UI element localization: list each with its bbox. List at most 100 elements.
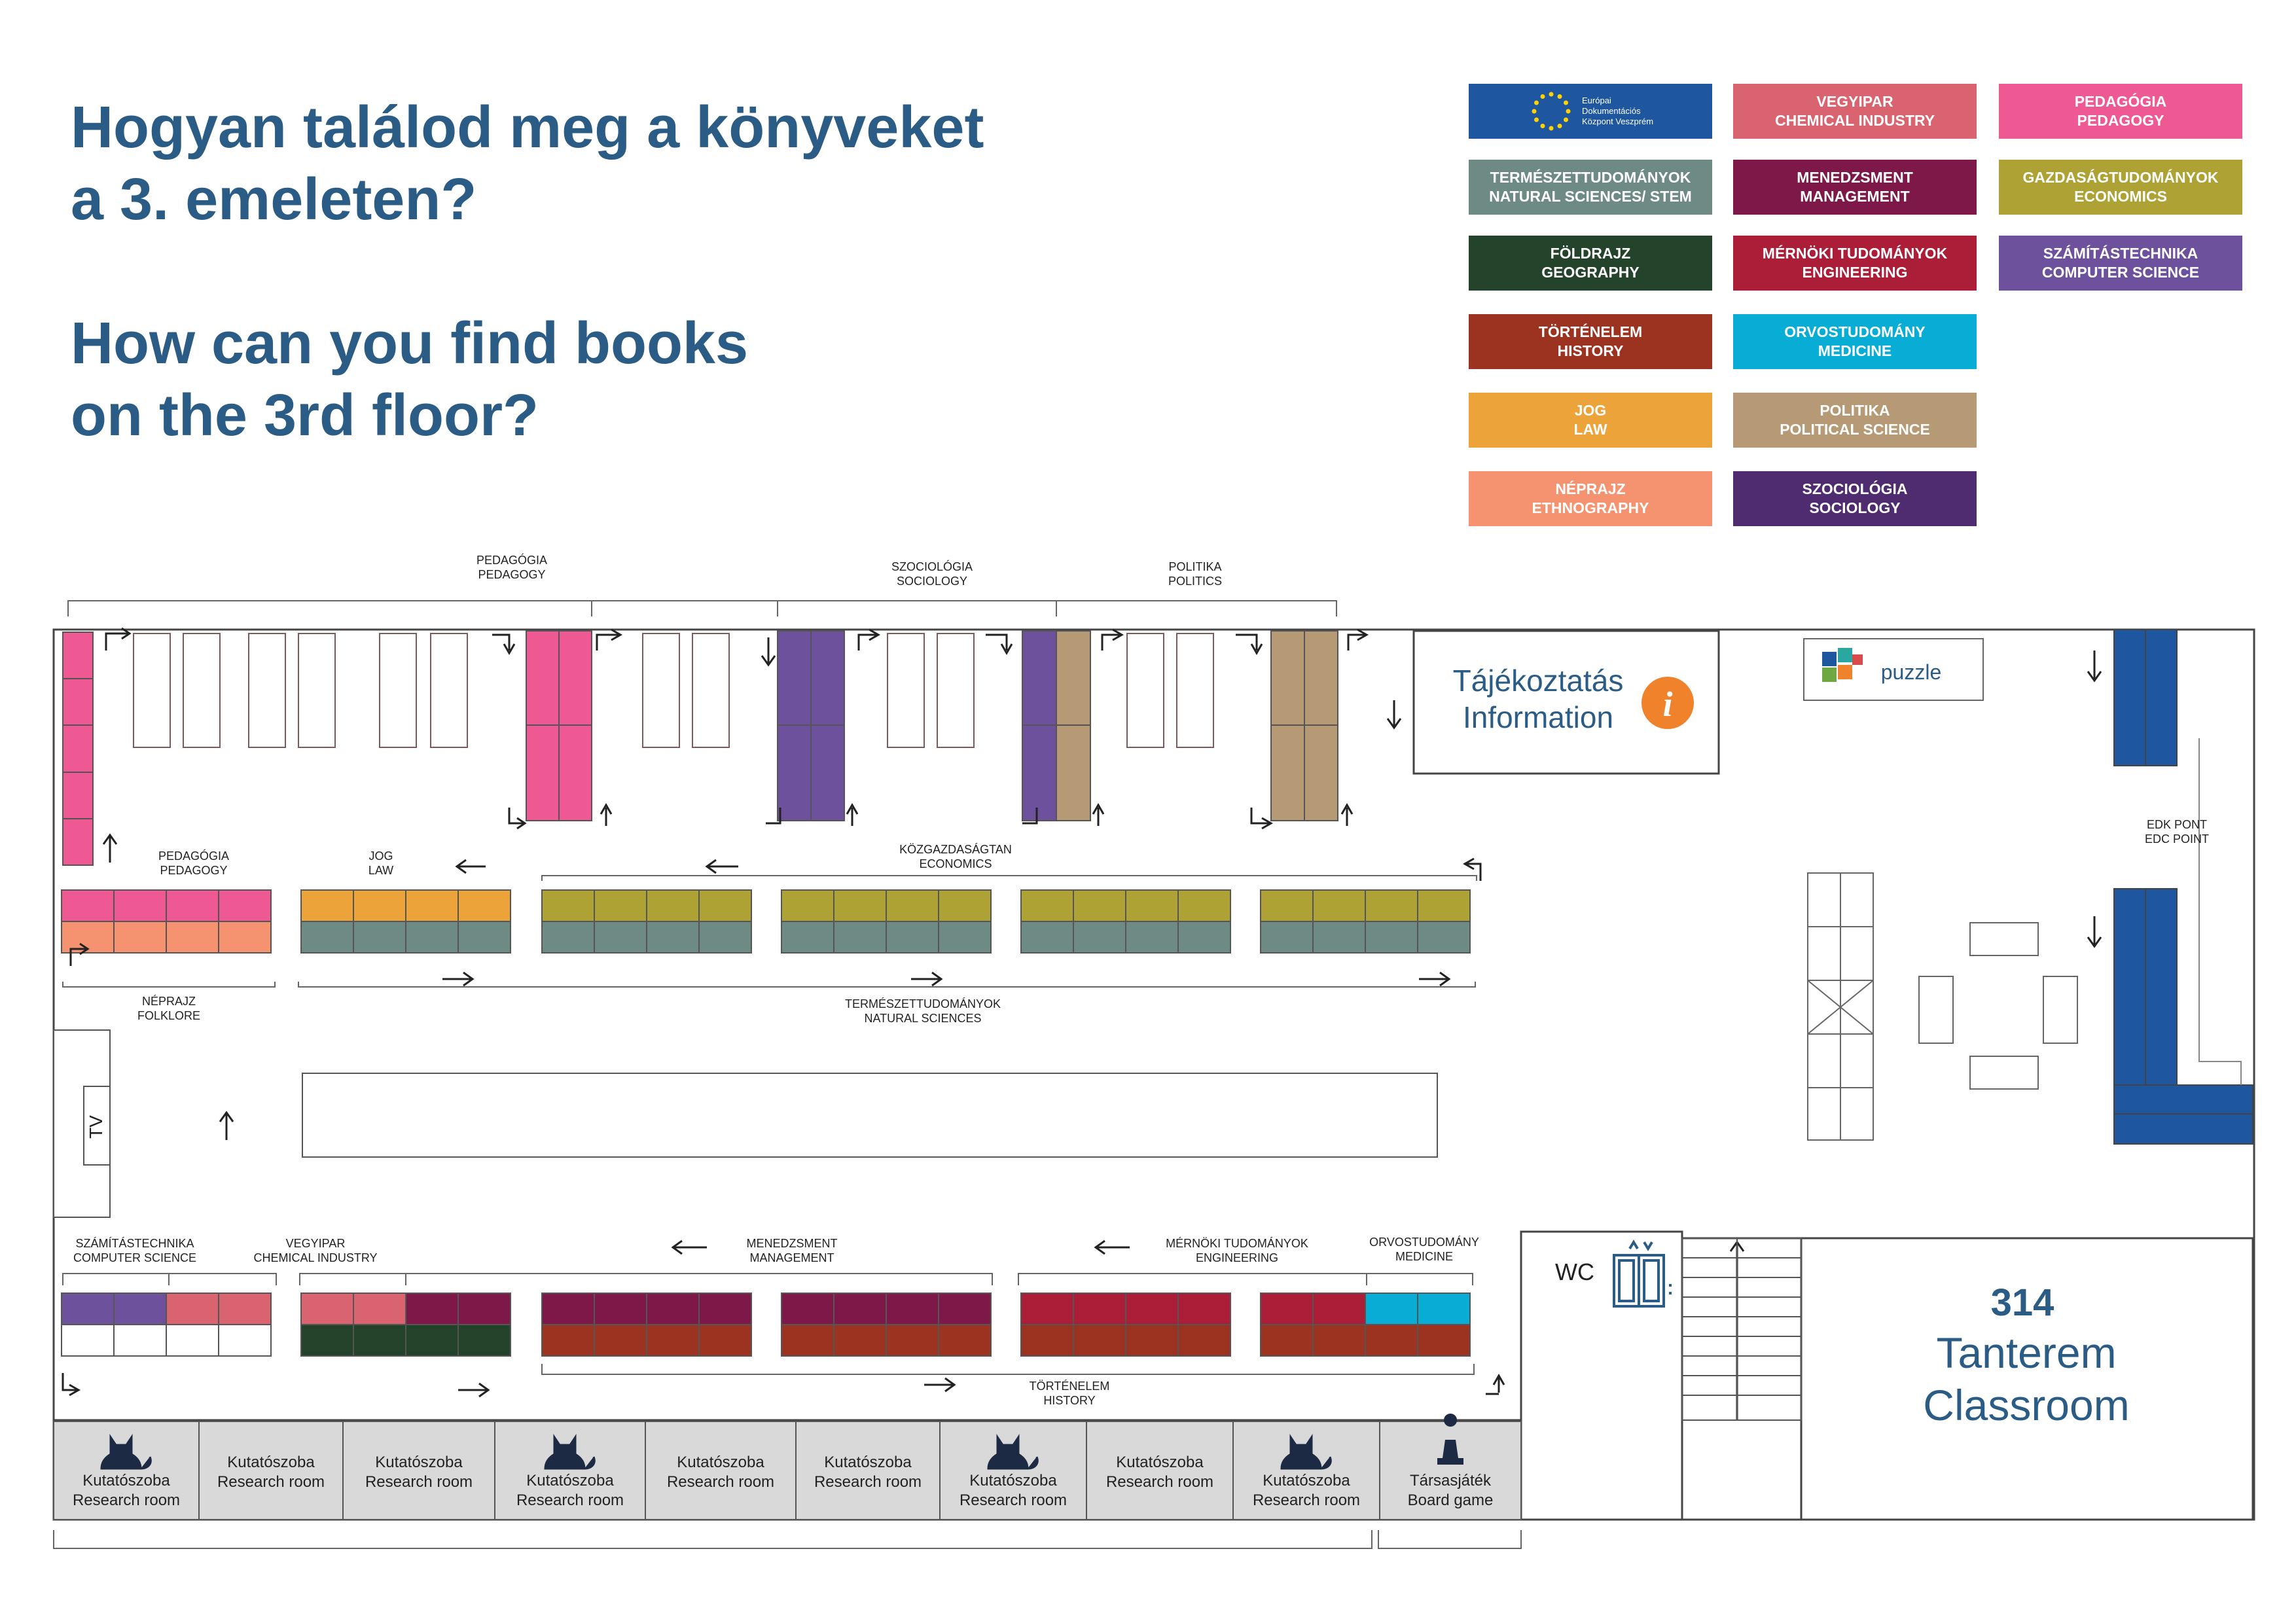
row1-label-pedagogy-en: PEDAGOGY <box>160 864 227 877</box>
top-brackets <box>67 600 1337 616</box>
legend-nat-hu: TERMÉSZETTUDOMÁNYOK <box>1490 169 1691 186</box>
edk-label-hu: EDK PONT <box>2147 818 2207 831</box>
legend-med-en: MEDICINE <box>1818 342 1892 359</box>
shelf-economics-natural-3 <box>1020 889 1231 954</box>
top-label-sociology-hu: SZOCIOLÓGIA <box>891 560 973 573</box>
room-label-hu: Kutatószoba <box>1116 1454 1204 1471</box>
wc-label: WC <box>1555 1258 1594 1285</box>
row1-brackets <box>62 875 1477 988</box>
shelf-pedagogy-left <box>62 632 94 866</box>
title-hu-line1: Hogyan találod meg a könyveket <box>71 95 984 160</box>
room-label-en: Research room <box>1253 1491 1360 1509</box>
info-label-hu: Tájékoztatás <box>1453 664 1624 698</box>
legend-edk: Európai Dokumentációs Központ Veszprém <box>1469 84 1712 139</box>
top-label-pedagogy-en: PEDAGOGY <box>478 568 545 581</box>
title-hu: Hogyan találod meg a könyveket a 3. emel… <box>71 92 984 236</box>
room-label-en: Research room <box>217 1473 325 1491</box>
row1-labels: PEDAGÓGIA PEDAGOGY JOG LAW KÖZGAZDASÁGTA… <box>137 843 1012 1025</box>
legend-law-hu: JOG <box>1574 402 1607 419</box>
row2-label-eng-hu: MÉRNÖKI TUDOMÁNYOK <box>1166 1237 1308 1250</box>
legend-ped-hu: PEDAGÓGIA <box>2074 93 2167 110</box>
legend-pol-hu: POLITIKA <box>1820 402 1890 419</box>
row2-label-chem-en: CHEMICAL INDUSTRY <box>253 1251 377 1264</box>
legend-med: ORVOSTUDOMÁNY MEDICINE <box>1733 314 1977 369</box>
legend-geo-en: GEOGRAPHY <box>1541 264 1640 281</box>
eu-stars-icon <box>1532 92 1571 131</box>
legend-geo-hu: FÖLDRAJZ <box>1550 245 1631 262</box>
shelf-economics-natural-1 <box>541 889 752 954</box>
room-label-hu: Kutatószoba <box>82 1472 170 1489</box>
row2-label-cs-en: COMPUTER SCIENCE <box>73 1251 196 1264</box>
row1-label-law-en: LAW <box>368 864 393 877</box>
classroom-314: 314 Tanterem Classroom <box>1923 1281 2129 1429</box>
row2-label-cs-hu: SZÁMÍTÁSTECHNIKA <box>75 1237 194 1250</box>
legend-edk-label: Európai Dokumentációs Központ Veszprém <box>1582 96 1654 126</box>
legend-his-hu: TÖRTÉNELEM <box>1538 323 1643 340</box>
row1-label-economics-hu: KÖZGAZDASÁGTAN <box>899 843 1012 856</box>
row1-label-folklore-en: FOLKLORE <box>137 1009 200 1022</box>
legend-cs-hu: SZÁMÍTÁSTECHNIKA <box>2043 245 2198 262</box>
row2-label-man-hu: MENEDZSMENT <box>747 1237 838 1250</box>
edk-label-en: EDC POINT <box>2145 832 2209 846</box>
title-hu-line2: a 3. emeleten? <box>71 167 477 232</box>
legend-eco-en: ECONOMICS <box>2074 188 2167 205</box>
row2-label-history-en: HISTORY <box>1043 1394 1095 1407</box>
legend-chem-hu: VEGYIPAR <box>1816 93 1893 110</box>
legend-law-en: LAW <box>1573 421 1607 438</box>
legend-man-hu: MENEDZSMENT <box>1797 169 1913 186</box>
legend-eth-en: ETHNOGRAPHY <box>1532 499 1649 516</box>
room-label-en: Research room <box>960 1491 1067 1509</box>
information-desk: Tájékoztatás Information i <box>1412 630 1720 775</box>
tv-area: TV <box>53 1029 111 1218</box>
row2-label-history-hu: TÖRTÉNELEM <box>1030 1380 1110 1393</box>
bottom-brackets <box>53 1530 1522 1549</box>
long-table <box>302 1073 1438 1158</box>
room-label-hu: Kutatószoba <box>824 1454 912 1471</box>
shelf-economics-natural-2 <box>781 889 992 954</box>
title-en-line2: on the 3rd floor? <box>71 383 539 448</box>
shelf-management-history-1 <box>541 1293 752 1357</box>
shelf-economics-natural-4 <box>1260 889 1471 954</box>
classroom-label-hu: Tanterem <box>1936 1329 2116 1377</box>
legend-eng-en: ENGINEERING <box>1802 264 1908 281</box>
tv-label: TV <box>86 1115 106 1139</box>
legend-his-en: HISTORY <box>1557 342 1624 359</box>
room-label-hu: Kutatószoba <box>1263 1472 1350 1489</box>
legend-law: JOG LAW <box>1469 393 1712 448</box>
cat-icon <box>544 1434 596 1470</box>
room-label-hu: Kutatószoba <box>375 1454 463 1471</box>
top-label-politics-en: POLITICS <box>1168 575 1222 588</box>
legend-eng-hu: MÉRNÖKI TUDOMÁNYOK <box>1762 245 1948 262</box>
shelf-management-history-2 <box>781 1293 992 1357</box>
cat-icon <box>987 1434 1039 1470</box>
legend-soc-en: SOCIOLOGY <box>1809 499 1901 516</box>
room-label-hu: Társasjáték <box>1410 1472 1492 1489</box>
row2-labels: SZÁMÍTÁSTECHNIKA COMPUTER SCIENCE VEGYIP… <box>73 1236 1479 1407</box>
shelf-row-1 <box>61 889 1471 954</box>
row2-label-med-en: MEDICINE <box>1395 1250 1453 1263</box>
room-label-en: Research room <box>516 1491 624 1509</box>
shelf-engineering-history <box>1020 1293 1231 1357</box>
puzzle-area: puzzle <box>1803 638 1984 701</box>
legend-geo: FÖLDRAJZ GEOGRAPHY <box>1469 236 1712 291</box>
shelf-law-natural <box>300 889 511 954</box>
row2-label-eng-en: ENGINEERING <box>1196 1251 1278 1264</box>
classroom-number: 314 <box>1991 1281 2054 1324</box>
puzzle-label: puzzle <box>1881 660 1942 684</box>
shelf-row-2 <box>61 1293 1471 1357</box>
stairs <box>1681 1238 1802 1421</box>
room-label-en: Research room <box>73 1491 180 1509</box>
legend-med-hu: ORVOSTUDOMÁNY <box>1784 323 1926 340</box>
